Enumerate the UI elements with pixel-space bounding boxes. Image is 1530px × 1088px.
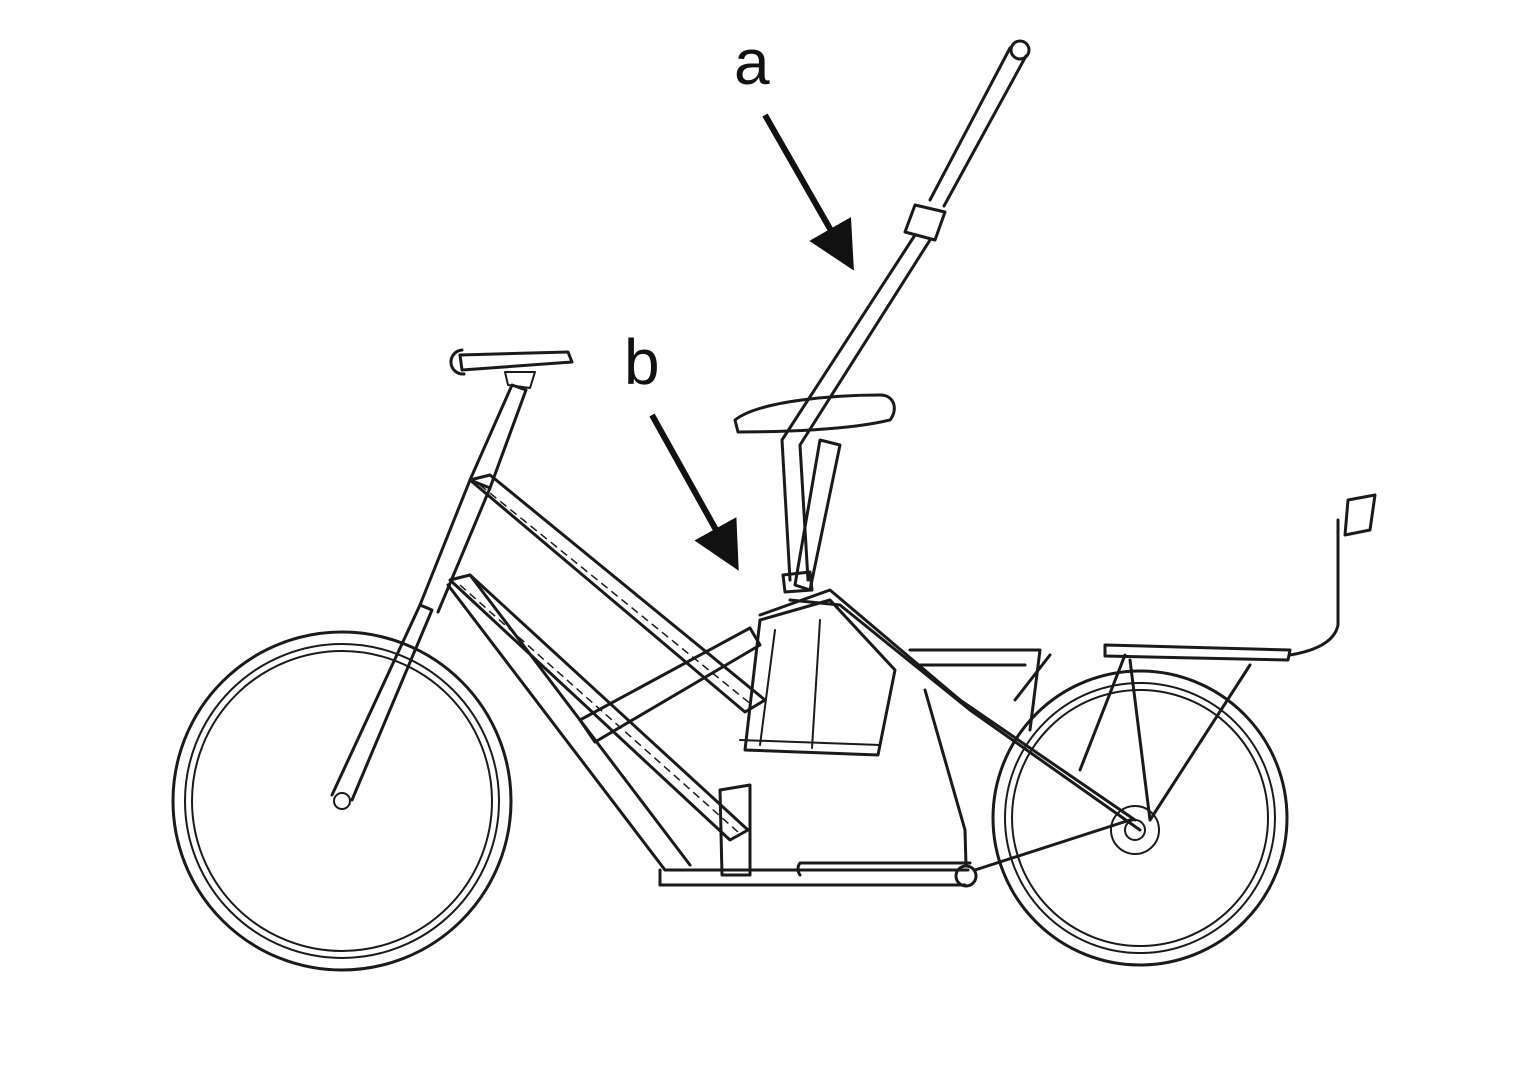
pole-a [780, 39, 1031, 594]
rear-wheel [991, 669, 1289, 967]
front-wheel [171, 630, 513, 972]
fork-and-steerer [330, 348, 574, 802]
frame [446, 473, 1142, 888]
label-b: b [624, 326, 660, 398]
rear-rack [1103, 493, 1377, 822]
arrow-b [649, 413, 739, 571]
label-a: a [734, 26, 770, 98]
arrow-a [762, 113, 854, 271]
battery-box [739, 598, 897, 757]
